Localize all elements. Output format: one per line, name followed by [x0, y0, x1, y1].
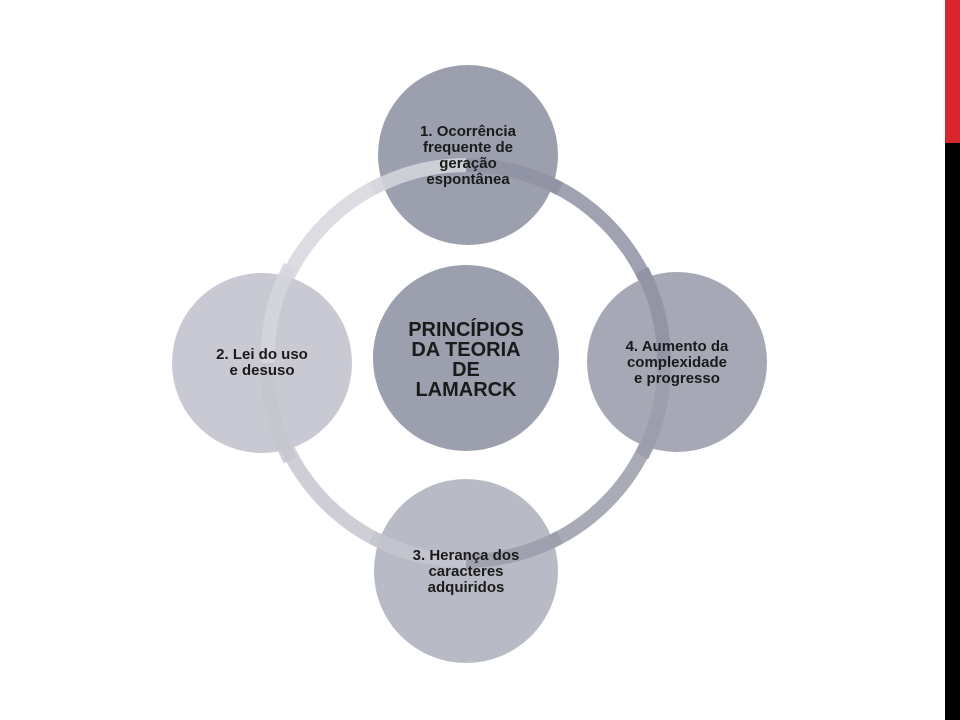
node-circle-bottom	[374, 479, 558, 663]
ring-overlay-right	[635, 362, 672, 460]
ring-overlay-left-top	[260, 262, 297, 364]
node-circle-right	[587, 272, 767, 452]
node-label-2-use-disuse: 2. Lei do uso e desuso	[216, 345, 308, 379]
ring-overlay-left	[260, 362, 297, 464]
center-circle	[373, 265, 559, 451]
node-label-3-inheritance: 3. Herança dos caracteres adquiridos	[412, 546, 520, 597]
accent-bar-black	[945, 143, 960, 720]
ring-overlay-top-left	[368, 158, 467, 196]
center-title: PRINCÍPIOS DA TEORIA DE LAMARCK	[408, 319, 524, 401]
accent-bar-red	[945, 0, 960, 143]
node-circle-top	[378, 65, 558, 245]
node-label-4-complexity-progress: 4. Aumento da complexidade e progresso	[625, 337, 729, 388]
ring-overlay-bottom-left	[368, 530, 467, 568]
ring-overlay-bottom	[465, 530, 564, 568]
ring-overlay-top	[465, 158, 564, 196]
ring-overlay-right-top	[635, 266, 672, 364]
node-label-1-spontaneous-generation: 1. Ocorrência frequente de geração espon…	[420, 122, 516, 189]
